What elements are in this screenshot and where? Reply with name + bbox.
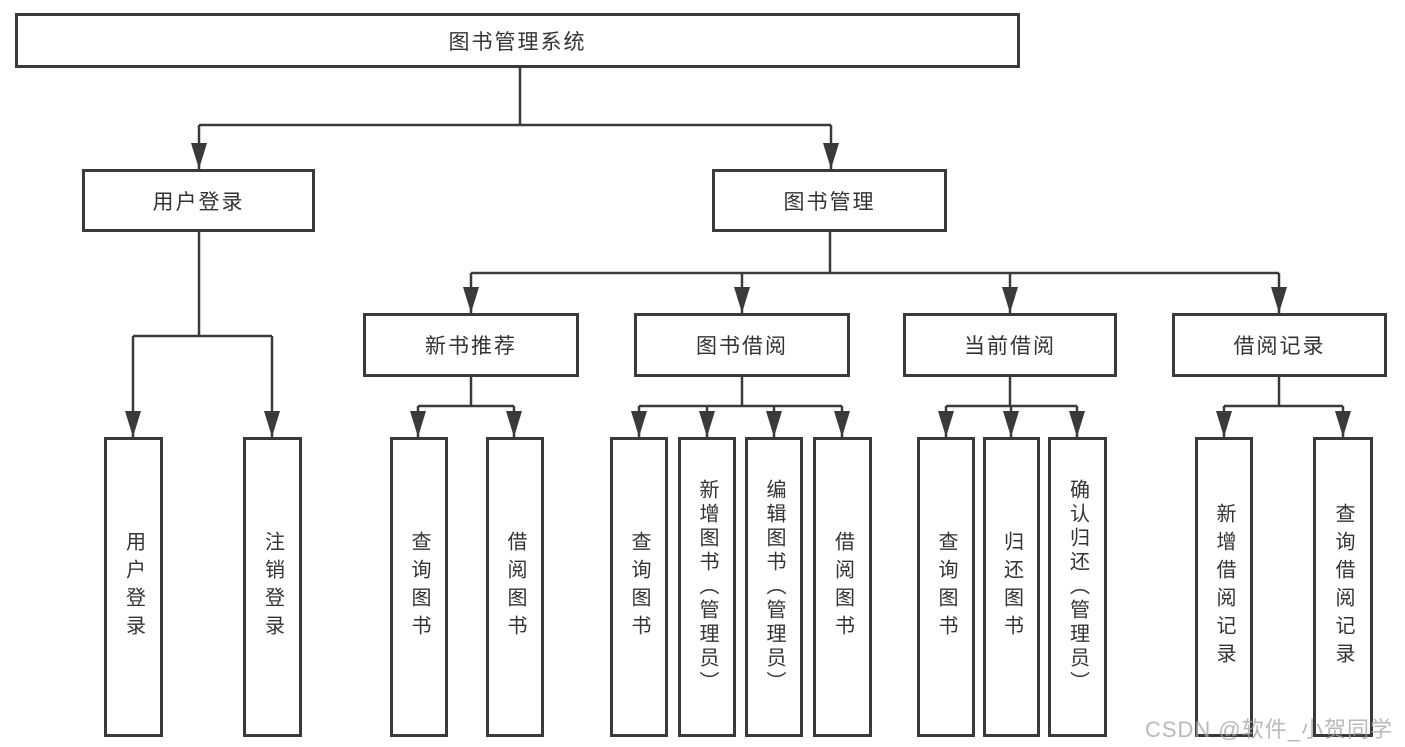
node-library-system: 图书管理系统 (15, 13, 1020, 68)
leaf-query-borrow-record: 查询借阅记录 (1313, 437, 1373, 737)
leaf-label: 确认归还（管理员） (1066, 479, 1089, 695)
leaf-query-books: 查询图书 (917, 437, 975, 737)
leaf-logout: 注销登录 (243, 437, 302, 737)
node-book-management: 图书管理 (712, 169, 947, 232)
node-current-borrowing: 当前借阅 (903, 313, 1117, 377)
leaf-query-books: 查询图书 (610, 437, 668, 737)
leaf-add-borrow-record: 新增借阅记录 (1195, 437, 1253, 737)
leaf-label: 注销登录 (261, 531, 284, 643)
leaf-borrow-books: 借阅图书 (813, 437, 872, 737)
node-new-book-recommendation: 新书推荐 (363, 313, 579, 377)
node-borrowing-records: 借阅记录 (1172, 313, 1387, 377)
leaf-return-books: 归还图书 (983, 437, 1040, 737)
leaf-label: 用户登录 (122, 531, 145, 643)
leaf-add-book-admin: 新增图书（管理员） (678, 437, 736, 737)
leaf-user-login: 用户登录 (104, 437, 163, 737)
leaf-label: 查询图书 (408, 531, 430, 643)
leaf-label: 借阅图书 (504, 531, 526, 643)
node-user-login: 用户登录 (82, 169, 315, 232)
leaf-label: 查询图书 (935, 531, 957, 643)
leaf-label: 借阅图书 (831, 531, 854, 643)
leaf-label: 新增借阅记录 (1213, 503, 1235, 671)
leaf-confirm-return-admin: 确认归还（管理员） (1048, 437, 1107, 737)
leaf-borrow-books: 借阅图书 (486, 437, 544, 737)
node-book-borrowing: 图书借阅 (634, 313, 850, 377)
leaf-edit-book-admin: 编辑图书（管理员） (745, 437, 803, 737)
leaf-label: 编辑图书（管理员） (763, 479, 785, 695)
leaf-label: 查询借阅记录 (1332, 503, 1354, 671)
leaf-query-books: 查询图书 (390, 437, 448, 737)
leaf-label: 归还图书 (1000, 531, 1023, 643)
leaf-label: 新增图书（管理员） (696, 479, 718, 695)
leaf-label: 查询图书 (628, 531, 650, 643)
